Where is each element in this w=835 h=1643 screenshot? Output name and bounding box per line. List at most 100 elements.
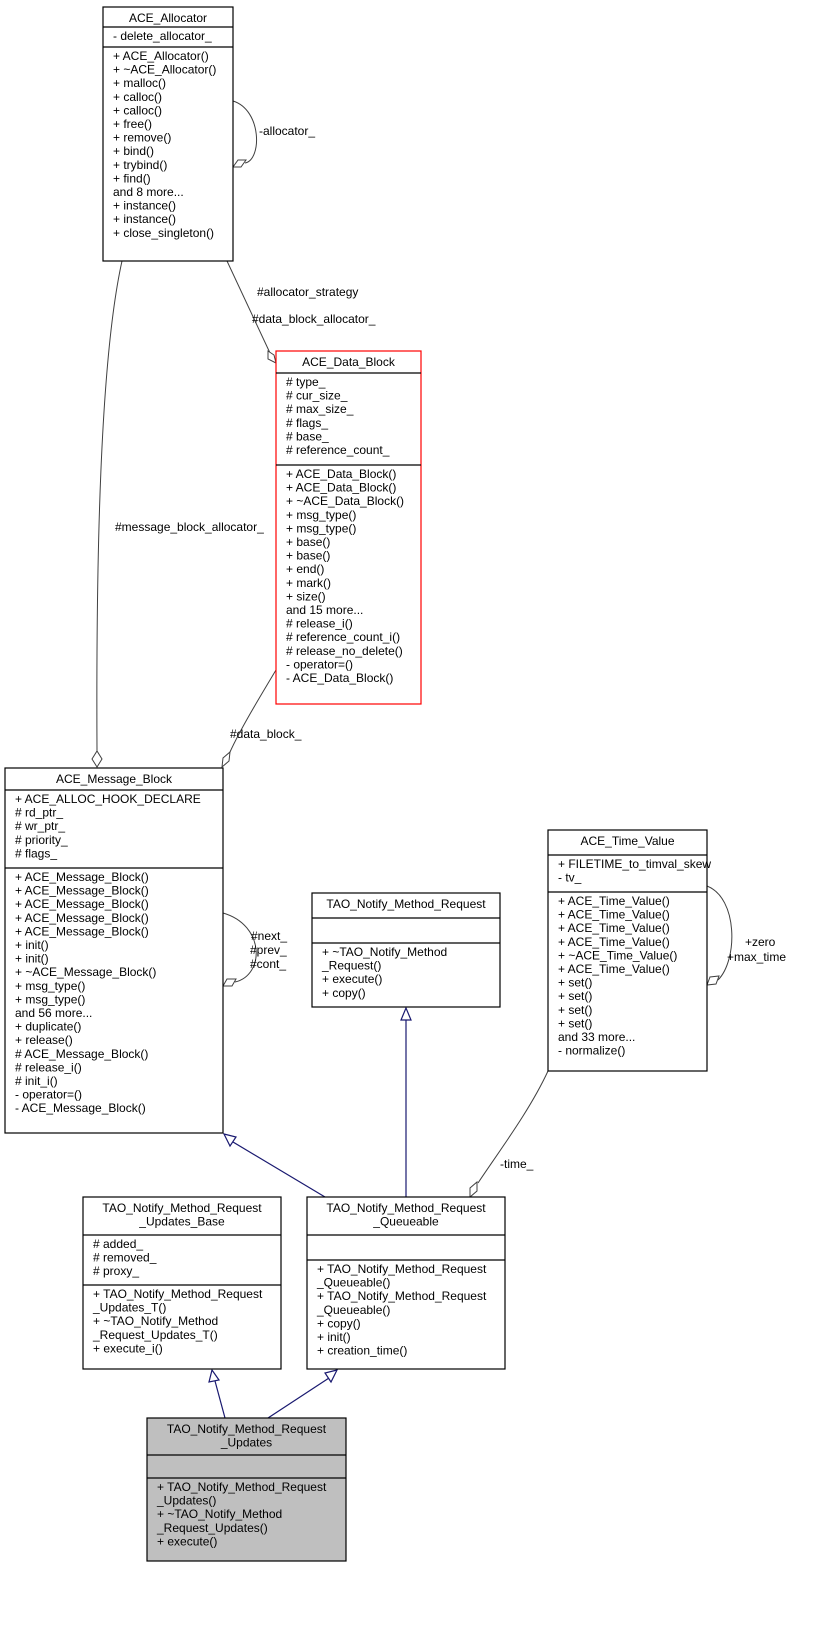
class-method: + ACE_Data_Block() bbox=[286, 467, 396, 481]
class-attribute: # priority_ bbox=[15, 833, 68, 847]
inheritance-triangle bbox=[324, 1369, 339, 1384]
class-tao-notify-method-request-updates-base[interactable]: TAO_Notify_Method_Request_Updates_Base# … bbox=[82, 1196, 282, 1370]
edge-label: #allocator_strategy bbox=[257, 285, 358, 299]
class-method: + ~ACE_Message_Block() bbox=[15, 965, 156, 979]
class-box[interactable] bbox=[4, 767, 224, 1134]
class-tao-notify-method-request[interactable]: TAO_Notify_Method_Request+ ~TAO_Notify_M… bbox=[311, 892, 501, 1008]
aggregation-diamond bbox=[91, 750, 103, 768]
class-attribute: # wr_ptr_ bbox=[15, 819, 65, 833]
class-ace-message-block[interactable]: ACE_Message_Block+ ACE_ALLOC_HOOK_DECLAR… bbox=[4, 767, 224, 1134]
class-box[interactable] bbox=[306, 1196, 506, 1370]
class-method: # reference_count_i() bbox=[286, 630, 400, 644]
class-method: + close_singleton() bbox=[113, 226, 214, 240]
class-method: + ~ACE_Data_Block() bbox=[286, 494, 404, 508]
class-method: + duplicate() bbox=[15, 1020, 81, 1034]
class-method: # release_i() bbox=[286, 617, 353, 631]
class-attribute: # flags_ bbox=[15, 846, 57, 860]
class-method: + set() bbox=[558, 1003, 592, 1017]
class-method: + ~ACE_Time_Value() bbox=[558, 948, 677, 962]
class-box[interactable] bbox=[146, 1417, 347, 1562]
class-method: + msg_type() bbox=[15, 979, 85, 993]
class-tao-notify-method-request-updates[interactable]: TAO_Notify_Method_Request_Updates+ TAO_N… bbox=[146, 1417, 347, 1562]
message-block-self-edge bbox=[222, 912, 257, 983]
inheritance-triangle bbox=[400, 1006, 412, 1021]
edge-label: +zero bbox=[745, 935, 776, 949]
class-method: - operator=() bbox=[286, 657, 353, 671]
class-method: + ACE_Message_Block() bbox=[15, 924, 149, 938]
class-method: + TAO_Notify_Method_Request bbox=[317, 1289, 487, 1303]
class-attribute: # flags_ bbox=[286, 416, 328, 430]
allocator-self-edge bbox=[232, 100, 257, 164]
class-attribute: # base_ bbox=[286, 429, 329, 443]
class-method: + size() bbox=[286, 589, 326, 603]
class-method: + remove() bbox=[113, 131, 171, 145]
class-title: ACE_Data_Block bbox=[302, 355, 396, 369]
class-method: + msg_type() bbox=[15, 992, 85, 1006]
aggregation-diamond bbox=[267, 350, 277, 364]
class-method: + base() bbox=[286, 549, 330, 563]
class-title: _Queueable bbox=[372, 1215, 439, 1229]
class-method: + copy() bbox=[317, 1316, 361, 1330]
class-method: + copy() bbox=[322, 986, 366, 1000]
time-value-self-edge bbox=[706, 885, 733, 981]
class-method: _Request_Updates_T() bbox=[92, 1328, 218, 1342]
class-ace-time-value[interactable]: ACE_Time_Value+ FILETIME_to_timval_skew-… bbox=[547, 829, 711, 1072]
class-method: + ACE_Time_Value() bbox=[558, 908, 670, 922]
class-method: # ACE_Message_Block() bbox=[15, 1047, 148, 1061]
class-tao-notify-method-request-queueable[interactable]: TAO_Notify_Method_Request_Queueable+ TAO… bbox=[306, 1196, 506, 1370]
class-method: + instance() bbox=[113, 212, 176, 226]
class-method: + base() bbox=[286, 535, 330, 549]
class-method: + calloc() bbox=[113, 90, 162, 104]
edge-label: -allocator_ bbox=[259, 124, 315, 138]
aggregation-diamond bbox=[222, 978, 237, 987]
edge-label: #cont_ bbox=[250, 957, 286, 971]
class-attribute: # reference_count_ bbox=[286, 443, 390, 457]
class-method: + creation_time() bbox=[317, 1344, 407, 1358]
class-method: + ACE_Allocator() bbox=[113, 49, 209, 63]
class-method: # init_i() bbox=[15, 1074, 58, 1088]
class-box[interactable] bbox=[102, 6, 234, 262]
class-title: TAO_Notify_Method_Request bbox=[167, 1422, 327, 1436]
class-box[interactable] bbox=[311, 892, 501, 1008]
aggregation-diamond bbox=[221, 750, 231, 769]
class-method: + find() bbox=[113, 171, 151, 185]
edge-label: #data_block_allocator_ bbox=[252, 312, 376, 326]
class-method: and 15 more... bbox=[286, 603, 363, 617]
class-method: + ~TAO_Notify_Method bbox=[93, 1314, 218, 1328]
class-attribute: # cur_size_ bbox=[286, 389, 348, 403]
aggregation-diamond bbox=[706, 975, 720, 986]
queueable-to-updates-inheritance bbox=[267, 1377, 330, 1419]
class-attribute: # removed_ bbox=[93, 1251, 157, 1265]
edge-label: +max_time bbox=[727, 950, 786, 964]
class-title: _Updates_Base bbox=[138, 1215, 225, 1229]
class-method: - normalize() bbox=[558, 1044, 625, 1058]
class-box[interactable] bbox=[547, 829, 708, 1072]
class-method: + bind() bbox=[113, 144, 154, 158]
class-ace-data-block[interactable]: ACE_Data_Block# type_# cur_size_# max_si… bbox=[275, 350, 422, 705]
aggregation-diamond bbox=[469, 1180, 478, 1199]
class-method: + end() bbox=[286, 562, 324, 576]
class-method: + init() bbox=[15, 938, 49, 952]
class-method: - ACE_Message_Block() bbox=[15, 1101, 146, 1115]
class-method: + ACE_Data_Block() bbox=[286, 481, 396, 495]
class-box[interactable] bbox=[275, 350, 422, 705]
class-attribute: - delete_allocator_ bbox=[113, 29, 212, 43]
class-method: + TAO_Notify_Method_Request bbox=[317, 1262, 487, 1276]
class-method: + msg_type() bbox=[286, 508, 356, 522]
class-attribute: + FILETIME_to_timval_skew bbox=[558, 857, 711, 871]
class-method: + ACE_Time_Value() bbox=[558, 894, 670, 908]
class-method: + ~TAO_Notify_Method bbox=[322, 945, 447, 959]
class-title: _Updates bbox=[220, 1436, 272, 1450]
class-ace-allocator[interactable]: ACE_Allocator- delete_allocator_+ ACE_Al… bbox=[102, 6, 234, 262]
class-method: + calloc() bbox=[113, 103, 162, 117]
class-method: - operator=() bbox=[15, 1088, 82, 1102]
class-method: + TAO_Notify_Method_Request bbox=[93, 1287, 263, 1301]
class-method: + instance() bbox=[113, 199, 176, 213]
class-box[interactable] bbox=[82, 1196, 282, 1370]
class-title: ACE_Message_Block bbox=[56, 772, 173, 786]
class-method: and 8 more... bbox=[113, 185, 184, 199]
class-method: + init() bbox=[317, 1330, 351, 1344]
class-attribute: # proxy_ bbox=[93, 1264, 139, 1278]
class-method: + msg_type() bbox=[286, 521, 356, 535]
